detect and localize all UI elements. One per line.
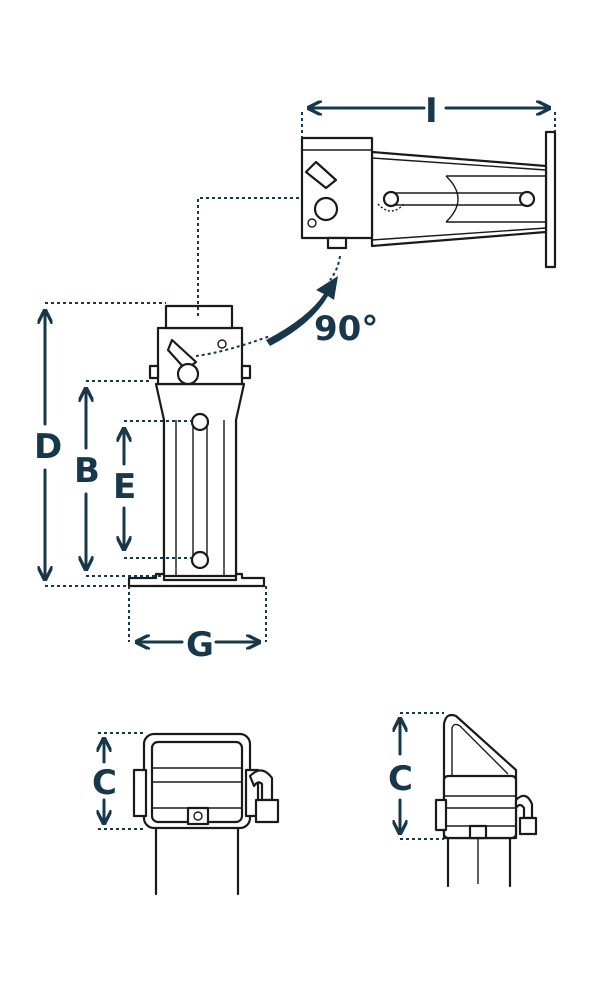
upright-pin-top xyxy=(190,412,210,432)
detail-right: C xyxy=(388,712,538,888)
rotated-wing-nut xyxy=(304,160,338,190)
detail-left: C xyxy=(92,732,280,896)
dimension-G-label: G xyxy=(186,625,214,665)
rotated-pin-left xyxy=(382,190,400,208)
dimension-E-label: E xyxy=(113,467,136,507)
upright-head xyxy=(156,326,244,386)
dimension-B: B xyxy=(74,380,164,577)
upright-pin-bottom xyxy=(190,550,210,570)
dimension-G: G xyxy=(128,586,267,665)
upright-top-cap xyxy=(164,304,234,330)
dimension-I-label: I xyxy=(425,91,438,131)
upright-jack xyxy=(127,304,266,588)
dimension-D-label: D xyxy=(34,427,62,467)
rotation-ghost-path xyxy=(197,197,302,316)
rotated-foot-plate xyxy=(544,130,557,269)
rotation-arrow xyxy=(266,276,338,346)
rotated-pin-right xyxy=(518,190,536,208)
dimension-C-left-label: C xyxy=(92,763,117,803)
rotation-angle-label: 90° xyxy=(314,309,378,349)
rotated-jack xyxy=(300,130,557,269)
dimension-D: D xyxy=(34,302,166,587)
rotated-head xyxy=(300,136,374,240)
dimension-I: I xyxy=(301,91,556,138)
dimension-E: E xyxy=(113,420,192,559)
dimension-C-right-label: C xyxy=(388,759,413,799)
dimension-B-label: B xyxy=(74,451,100,491)
